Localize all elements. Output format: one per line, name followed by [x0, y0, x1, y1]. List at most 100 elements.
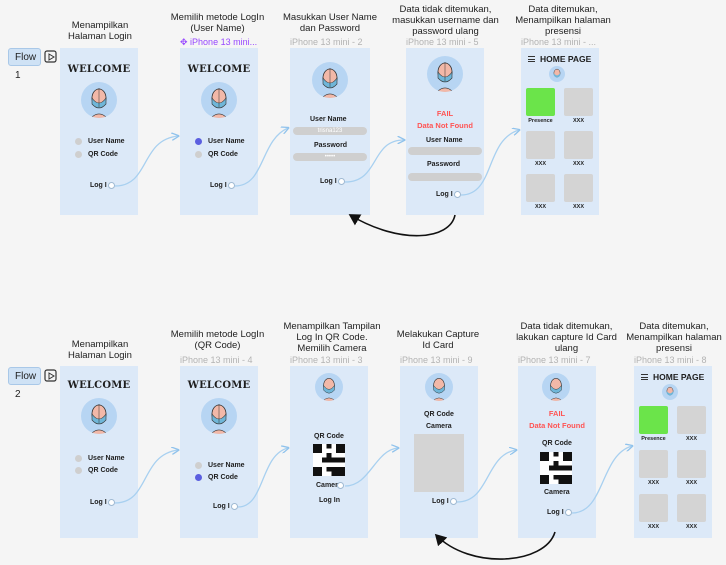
flow2-frame3-caption: Menampilkan Tampilan Log In QR Code. Mem…: [283, 321, 381, 354]
login-connector-knob[interactable]: [454, 191, 461, 198]
flow1-frame4[interactable]: FAIL Data Not Found User Name Password L…: [406, 48, 484, 215]
camera-preview[interactable]: [414, 434, 464, 492]
menu-icon[interactable]: [528, 56, 535, 62]
user-name-radio[interactable]: [75, 138, 82, 145]
menu-tile[interactable]: [677, 494, 706, 522]
flow2-frame1[interactable]: WELCOME User Name QR Code Log I: [60, 366, 138, 538]
flow-2-tag[interactable]: Flow 2: [8, 367, 41, 400]
tile-label: XXX: [685, 524, 697, 530]
login-connector-knob[interactable]: [108, 499, 115, 506]
qr-code-icon: [313, 444, 345, 476]
flow2-frame3[interactable]: QR Code Camer Log In: [290, 366, 368, 538]
camera-button[interactable]: Camera: [544, 489, 570, 496]
login-button[interactable]: Log I: [213, 503, 230, 510]
login-button[interactable]: Log In: [319, 497, 340, 504]
flow1-frame4-name[interactable]: iPhone 13 mini - 5: [406, 37, 479, 47]
face-icon: [90, 404, 108, 434]
tile-label: XXX: [572, 161, 584, 167]
qr-code-radio[interactable]: [195, 151, 202, 158]
avatar: [315, 373, 343, 401]
flow1-frame2-name[interactable]: ✥ iPhone 13 mini...: [180, 37, 258, 47]
qr-code-radio[interactable]: [195, 474, 202, 481]
user-name-radio[interactable]: [195, 138, 202, 145]
welcome-title: WELCOME: [187, 380, 251, 391]
presence-tile[interactable]: [639, 406, 668, 434]
menu-tile[interactable]: [677, 450, 706, 478]
tile-label: XXX: [647, 480, 659, 486]
password-input[interactable]: •••••: [293, 153, 367, 161]
flow1-frame5[interactable]: HOME PAGE Presence XXX XXX XXX XXX XXX: [521, 48, 599, 215]
login-connector-knob[interactable]: [565, 509, 572, 516]
flow1-frame1[interactable]: WELCOME User Name QR Code Log I: [60, 48, 138, 215]
flow-1-tag[interactable]: Flow 1: [8, 48, 41, 81]
flow2-frame5[interactable]: FAIL Data Not Found QR Code Camera Log I: [518, 366, 596, 538]
flow2-frame5-name[interactable]: iPhone 13 mini - 7: [518, 355, 591, 365]
qr-code-radio[interactable]: [75, 151, 82, 158]
login-connector-knob[interactable]: [338, 178, 345, 185]
avatar: [81, 82, 117, 118]
flow2-frame2[interactable]: WELCOME User Name QR Code Log I: [180, 366, 258, 538]
user-name-input[interactable]: trisna123: [293, 127, 367, 135]
password-input[interactable]: [408, 173, 482, 181]
menu-tile[interactable]: [639, 450, 668, 478]
user-name-label: User Name: [88, 455, 125, 462]
user-name-input[interactable]: [408, 147, 482, 155]
flow2-frame2-name[interactable]: iPhone 13 mini - 4: [180, 355, 253, 365]
login-button[interactable]: Log I: [90, 499, 107, 506]
face-icon: [666, 386, 674, 396]
user-name-label: User Name: [208, 138, 245, 145]
menu-tile[interactable]: [564, 131, 593, 159]
home-page-title: HOME PAGE: [653, 372, 705, 382]
qr-code-radio[interactable]: [75, 467, 82, 474]
menu-tile[interactable]: [639, 494, 668, 522]
user-name-radio[interactable]: [75, 455, 82, 462]
flow2-frame6-name[interactable]: iPhone 13 mini - 8: [634, 355, 707, 365]
not-found-text: Data Not Found: [417, 121, 473, 130]
presence-tile[interactable]: [526, 88, 555, 116]
flow1-frame5-name[interactable]: iPhone 13 mini - ...: [521, 37, 597, 47]
flow2-frame6-caption: Data ditemukan, Menampilkan halaman pres…: [626, 321, 722, 354]
qr-code-label: QR Code: [88, 467, 118, 474]
avatar: [201, 82, 237, 118]
flow1-frame2-caption: Memilih metode LogIn (User Name): [170, 12, 265, 34]
flow-1-play-icon[interactable]: [44, 50, 58, 64]
tile-label: XXX: [534, 161, 546, 167]
login-connector-knob[interactable]: [231, 503, 238, 510]
face-icon: [553, 68, 561, 78]
login-button[interactable]: Log I: [547, 509, 564, 516]
avatar: [312, 62, 348, 98]
login-connector-knob[interactable]: [108, 182, 115, 189]
face-icon: [322, 378, 336, 401]
menu-icon[interactable]: [641, 374, 648, 380]
avatar: [549, 66, 565, 82]
flow1-frame2[interactable]: WELCOME User Name QR Code Log I: [180, 48, 258, 215]
login-connector-knob[interactable]: [228, 182, 235, 189]
fail-text: FAIL: [436, 109, 454, 118]
camera-label: Camera: [426, 423, 452, 430]
menu-tile[interactable]: [526, 131, 555, 159]
flow2-frame3-name[interactable]: iPhone 13 mini - 3: [290, 355, 363, 365]
menu-tile[interactable]: [526, 174, 555, 202]
login-button[interactable]: Log I: [90, 182, 107, 189]
face-icon: [321, 68, 339, 98]
user-name-radio[interactable]: [195, 462, 202, 469]
menu-tile[interactable]: [564, 174, 593, 202]
login-connector-knob[interactable]: [450, 498, 457, 505]
camera-button[interactable]: Camer: [316, 482, 338, 489]
menu-tile[interactable]: [564, 88, 593, 116]
home-page-title: HOME PAGE: [540, 54, 592, 64]
flow2-frame4[interactable]: QR Code Camera Log I: [400, 366, 478, 538]
flow2-frame4-name[interactable]: iPhone 13 mini - 9: [400, 355, 473, 365]
flow2-frame5-caption: Data tidak ditemukan, lakukan capture Id…: [516, 321, 617, 354]
login-button[interactable]: Log I: [320, 178, 337, 185]
flow1-frame3[interactable]: User Name trisna123 Password ••••• Log I: [290, 48, 370, 215]
menu-tile[interactable]: [677, 406, 706, 434]
login-button[interactable]: Log I: [432, 498, 449, 505]
login-button[interactable]: Log I: [436, 191, 453, 198]
frame-name-text: iPhone 13 mini...: [190, 37, 258, 47]
flow-2-play-icon[interactable]: [44, 369, 58, 383]
flow1-frame3-name[interactable]: iPhone 13 mini - 2: [290, 37, 363, 47]
flow2-frame6[interactable]: HOME PAGE Presence XXX XXX XXX XXX XXX: [634, 366, 712, 538]
login-button[interactable]: Log I: [210, 182, 227, 189]
camera-connector-knob[interactable]: [337, 482, 344, 489]
